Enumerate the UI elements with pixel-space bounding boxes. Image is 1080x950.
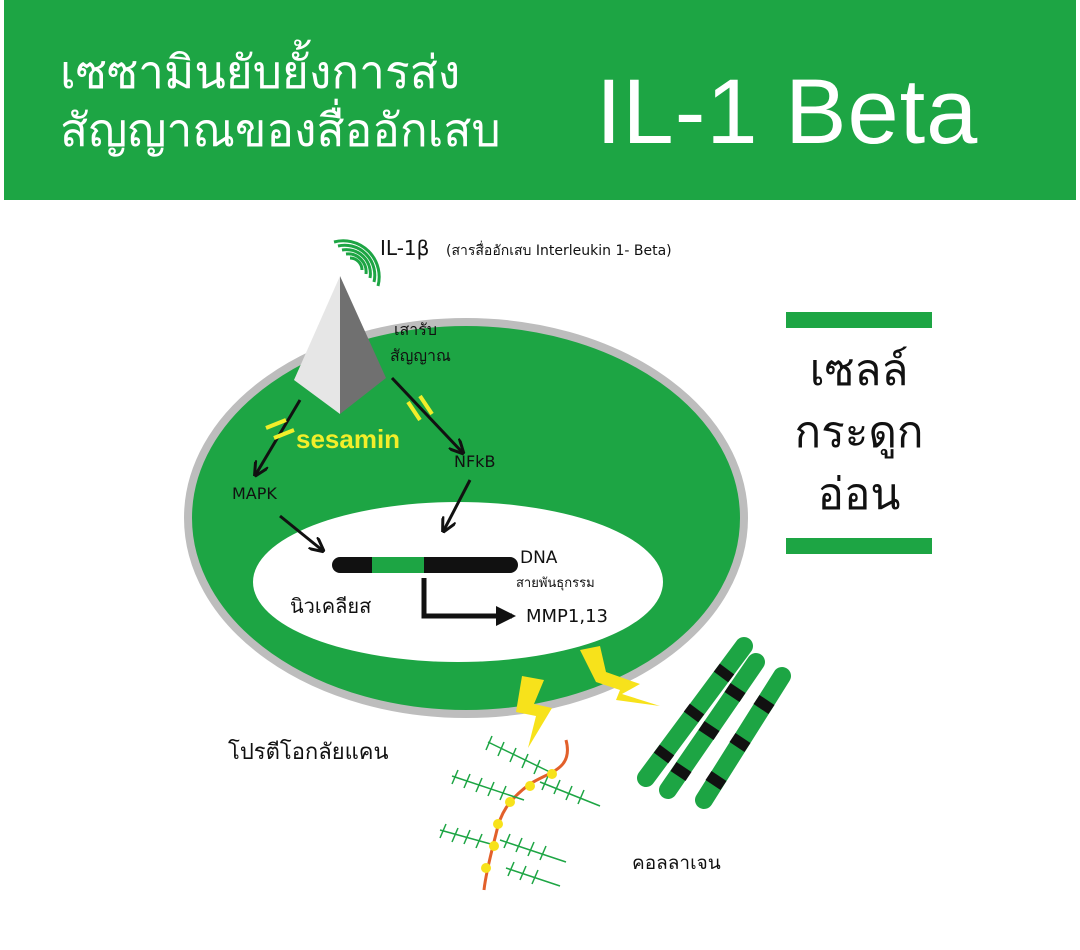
lightning-bolt-icon xyxy=(516,676,552,748)
side-title: เซลล์ กระดูก อ่อน xyxy=(786,340,932,526)
arrow-nfkb-to-nucleus xyxy=(444,479,472,530)
proteoglycan-chain xyxy=(439,735,601,891)
arrow-to-nfkb xyxy=(390,376,462,452)
arrow-mapk-to-nucleus xyxy=(279,514,322,550)
inhibition-mark-right xyxy=(406,394,434,422)
inhibition-mark-left xyxy=(265,418,295,440)
side-title-line2: กระดูก xyxy=(794,407,924,458)
receptor-icon xyxy=(294,276,386,414)
banner-title-line1: เซซามินยับยั้งการส่ง xyxy=(60,45,461,99)
dna-strand xyxy=(332,557,518,573)
nucleus-shape xyxy=(253,502,663,662)
side-divider-top xyxy=(786,312,932,328)
nucleus-label: นิวเคลียส xyxy=(290,594,372,618)
banner-big-title: IL-1 Beta xyxy=(596,61,979,163)
banner-title-line2: สัญญาณของสื่ออักเสบ xyxy=(60,103,501,157)
dna-label: DNA xyxy=(520,548,558,568)
collagen-bands xyxy=(653,663,775,790)
sesamin-label: sesamin xyxy=(296,424,401,454)
side-title-line1: เซลล์ xyxy=(809,345,909,396)
side-divider-bottom xyxy=(786,538,932,554)
mmp-label: MMP1,13 xyxy=(526,606,608,627)
dna-description: สายพันธุกรรม xyxy=(516,576,595,591)
arrow-to-mmp xyxy=(421,578,516,626)
side-title-line3: อ่อน xyxy=(817,469,901,520)
header-banner xyxy=(4,0,1076,200)
lightning-bolt-icon xyxy=(580,646,660,706)
receptor-label-line1: เสารับ xyxy=(394,320,437,339)
mapk-label: MAPK xyxy=(232,484,277,503)
collagen-label: คอลลาเจน xyxy=(632,852,721,874)
proteoglycan-label: โปรตีโอกลัยแคน xyxy=(228,740,389,765)
nfkb-label: NFkB xyxy=(454,452,496,471)
ligand-symbol: IL-1β xyxy=(380,236,430,260)
signal-waves-icon xyxy=(333,239,381,287)
ligand-description: (สารสื่ออักเสบ Interleukin 1- Beta) xyxy=(446,243,672,259)
receptor-label-line2: สัญญาณ xyxy=(390,346,451,365)
